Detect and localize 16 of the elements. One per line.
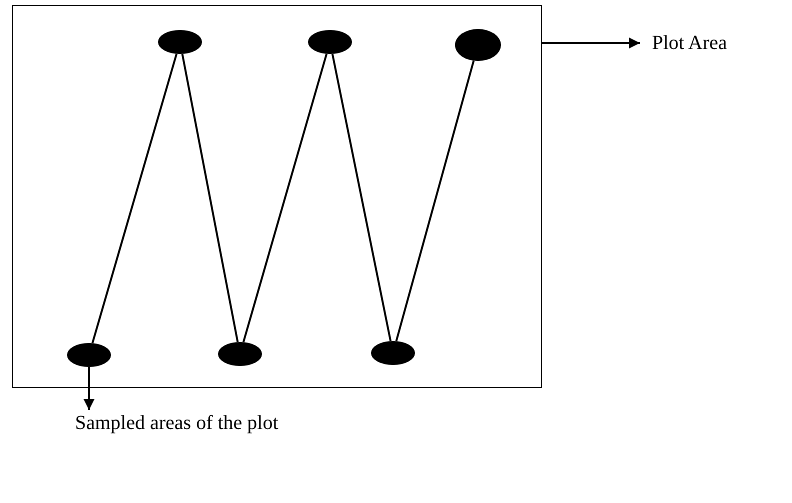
arrow — [542, 38, 640, 48]
connector-line — [242, 54, 328, 342]
node-label: Sampled areas of the plot — [74, 411, 280, 436]
connector-line — [395, 60, 475, 342]
sample-point — [218, 342, 262, 366]
connector-line — [91, 54, 178, 344]
sample-point — [158, 30, 202, 54]
sample-point — [371, 341, 415, 365]
sample-point — [308, 30, 352, 54]
node-label: Plot Area — [651, 31, 728, 56]
plot-area-rectangle — [12, 5, 542, 388]
connector-line — [331, 54, 392, 342]
connector-line — [181, 54, 239, 342]
sample-point — [455, 29, 501, 61]
sample-point — [67, 343, 111, 367]
arrow — [84, 367, 94, 410]
